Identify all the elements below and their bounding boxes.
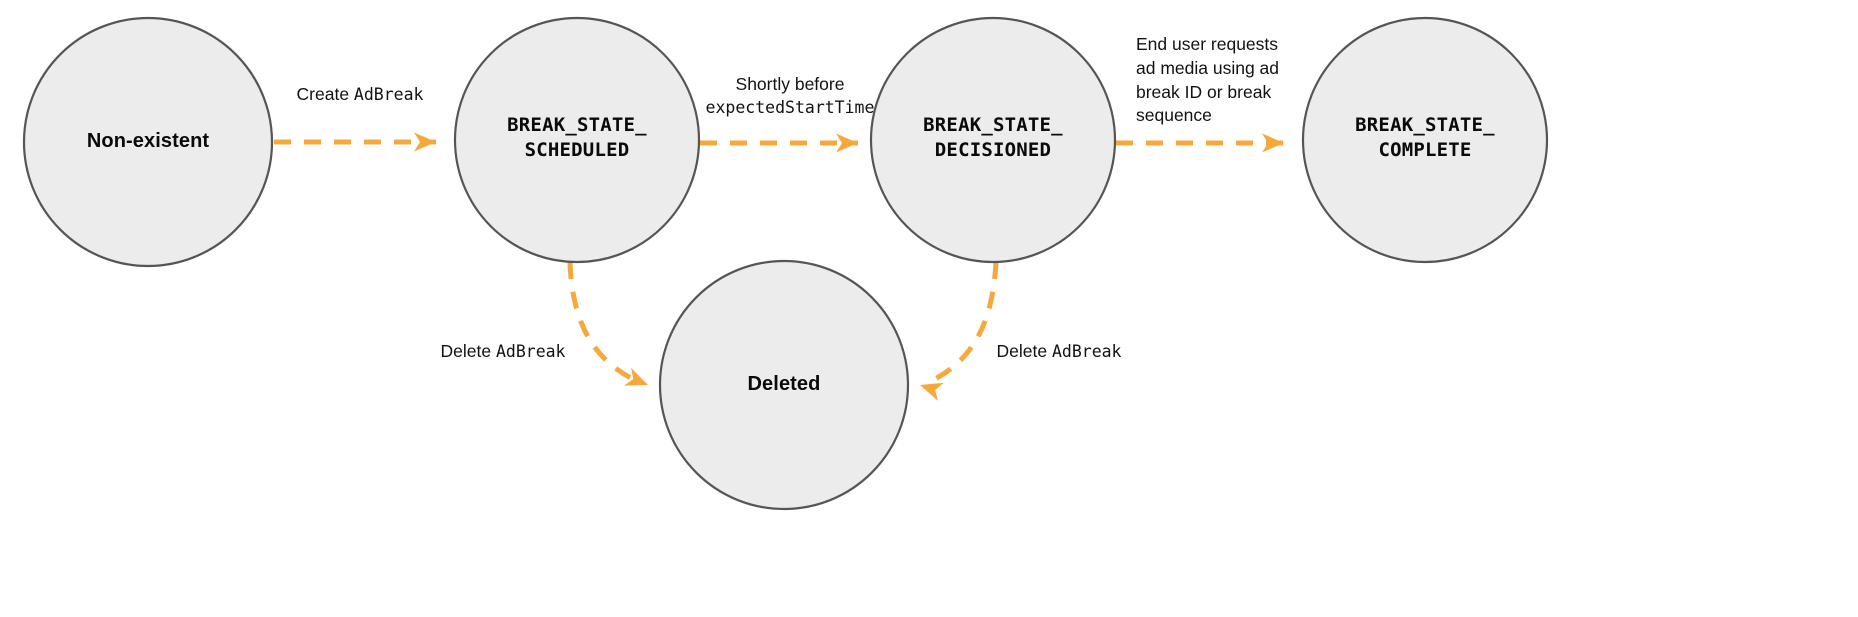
nodes-layer: [22, 16, 1549, 511]
edge-delete-adbreak-from-decisioned: [927, 261, 999, 385]
arrowhead-delete-adbreak-from-scheduled: [624, 367, 648, 386]
node-break-state-decisioned[interactable]: [869, 16, 1117, 264]
node-break-state-scheduled[interactable]: [453, 16, 701, 264]
arrowhead-create-adbreak: [414, 132, 436, 152]
arrowhead-shortly-before-expected-start-time: [836, 133, 858, 153]
arrowhead-delete-adbreak-from-decisioned: [920, 382, 944, 401]
arrowhead-end-user-requests-ad-media: [1262, 133, 1284, 153]
node-break-state-complete[interactable]: [1301, 16, 1549, 264]
edges-layer: [274, 132, 1284, 401]
node-non-existent[interactable]: [22, 16, 274, 268]
edge-delete-adbreak-from-scheduled: [567, 261, 641, 385]
node-deleted[interactable]: [658, 259, 910, 511]
